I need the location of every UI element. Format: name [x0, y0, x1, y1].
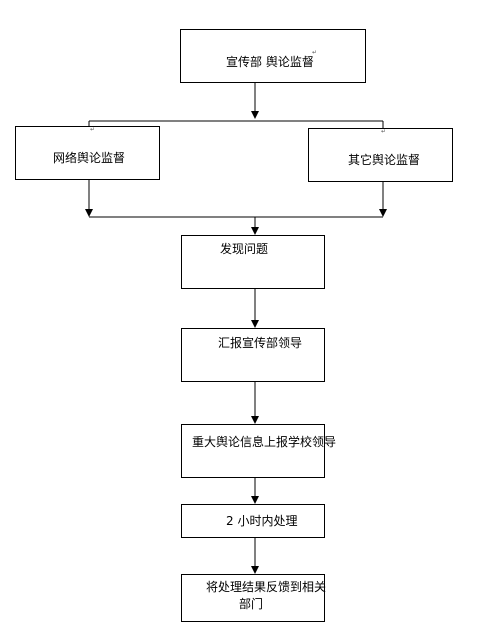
- paragraph-mark-icon: ↵: [312, 49, 318, 56]
- paragraph-mark-icon: ↵: [381, 128, 387, 135]
- node-report: 汇报宣传部领导: [181, 328, 325, 382]
- node-handle: 2 小时内处理: [181, 504, 325, 538]
- node-network: ↵ 网络舆论监督: [15, 126, 160, 180]
- node-propaganda-label: 宣传部 舆论监督: [226, 55, 314, 69]
- node-major: 重大舆论信息上报学校领导: [181, 424, 336, 478]
- node-network-label: 网络舆论监督: [53, 151, 126, 165]
- node-feedback: 将处理结果反馈到相关 部门: [181, 574, 327, 622]
- node-other-label: 其它舆论监督: [348, 153, 421, 167]
- node-discover: 发现问题: [181, 235, 325, 289]
- node-other: ↵ 其它舆论监督: [308, 128, 453, 182]
- node-handle-label: 2 小时内处理: [226, 514, 298, 528]
- node-propaganda: ↵ 宣传部 舆论监督: [180, 29, 366, 83]
- node-feedback-label-line1: 将处理结果反馈到相关: [206, 580, 327, 594]
- paragraph-mark-icon: ↵: [90, 126, 96, 133]
- node-feedback-label-line2: 部门: [239, 597, 264, 611]
- node-major-label: 重大舆论信息上报学校领导: [192, 435, 337, 449]
- node-discover-label: 发现问题: [220, 242, 269, 256]
- node-report-label: 汇报宣传部领导: [218, 336, 303, 350]
